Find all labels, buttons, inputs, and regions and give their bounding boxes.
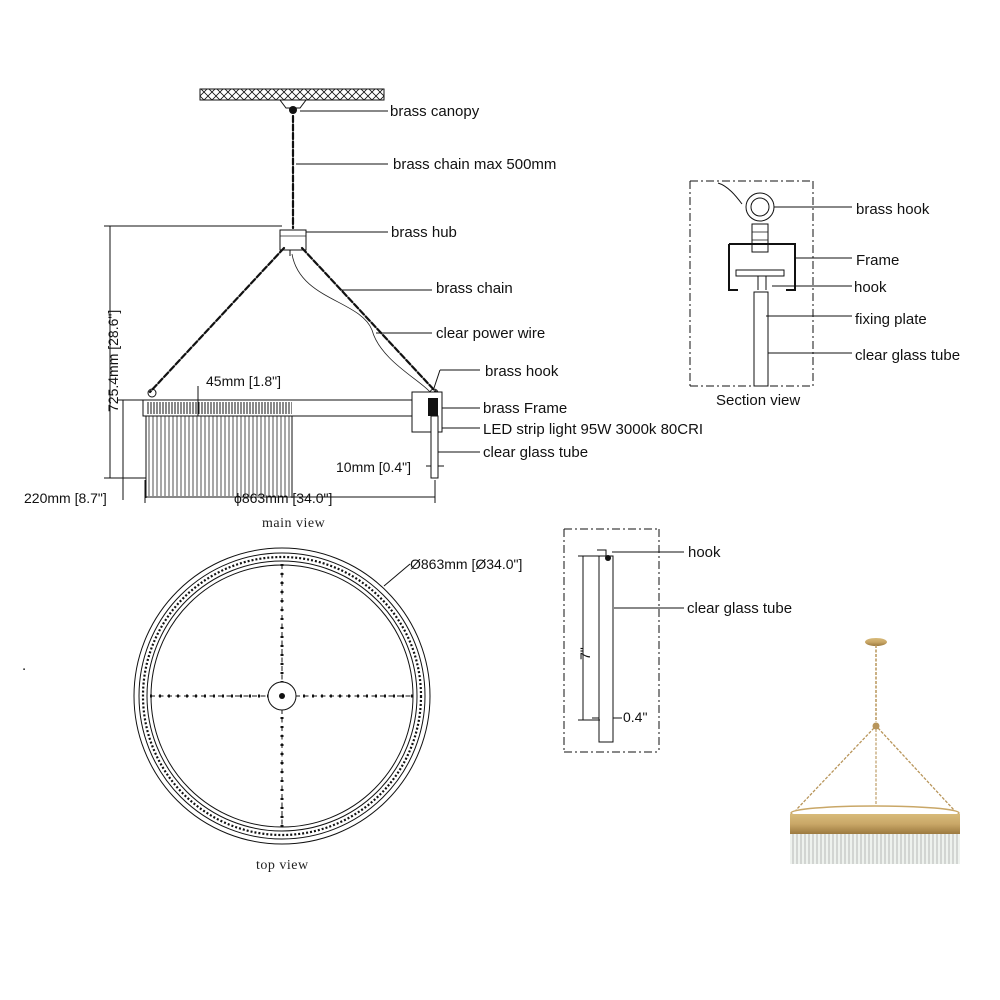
main-view: 725.4mm [28.6"] 220mm [8.7"] 45mm [1.8"]… xyxy=(24,88,703,531)
brass-hub-shape xyxy=(279,229,307,251)
brass-canopy-shape xyxy=(279,99,307,109)
top-view: Ø863mm [Ø34.0"] top view . xyxy=(22,547,522,873)
label-brass-frame: brass Frame xyxy=(483,400,567,417)
glass-tubes-shape xyxy=(146,416,292,496)
stray-dot: . xyxy=(22,657,26,674)
tube-drop-dimension: 220mm [8.7"] xyxy=(24,490,107,506)
section-view: brass hook Frame hook fixing plate clear… xyxy=(689,180,960,409)
tube-dia-dimension: 10mm [0.4"] xyxy=(336,459,411,475)
tube-length-dimension: 7" xyxy=(577,647,593,660)
label-brass-hub: brass hub xyxy=(391,224,457,241)
main-view-caption: main view xyxy=(262,516,326,531)
label-brass-chain-max: brass chain max 500mm xyxy=(393,156,556,173)
height-dimension: 725.4mm [28.6"] xyxy=(105,310,121,412)
section-view-caption: Section view xyxy=(716,392,800,409)
diameter-dimension: ϕ863mm [34.0"] xyxy=(234,490,332,506)
tube-label-hook: hook xyxy=(688,544,721,561)
power-wire xyxy=(291,253,431,393)
top-view-diameter: Ø863mm [Ø34.0"] xyxy=(410,556,522,572)
section-label-frame: Frame xyxy=(856,252,899,269)
section-label-brass-hook: brass hook xyxy=(856,201,930,218)
label-clear-glass-tube: clear glass tube xyxy=(483,444,588,461)
label-brass-canopy: brass canopy xyxy=(390,103,480,120)
left-chain xyxy=(148,246,286,394)
frame-width-dimension: 45mm [1.8"] xyxy=(206,373,281,389)
tube-diameter-dimension: 0.4" xyxy=(623,709,647,725)
label-brass-chain: brass chain xyxy=(436,280,513,297)
section-label-hook: hook xyxy=(854,279,887,296)
tube-detail: 7" 0.4" hook clear glass tube xyxy=(563,528,792,753)
top-view-caption: top view xyxy=(256,858,309,873)
product-photo xyxy=(780,632,970,872)
label-led-strip: LED strip light 95W 3000k 80CRI xyxy=(483,421,703,438)
label-brass-hook: brass hook xyxy=(485,363,559,380)
section-label-clear-glass-tube: clear glass tube xyxy=(855,347,960,364)
section-label-fixing-plate: fixing plate xyxy=(855,311,927,328)
right-chain xyxy=(300,246,438,394)
ceiling-plate xyxy=(199,88,385,101)
label-clear-power-wire: clear power wire xyxy=(436,325,545,342)
tube-label-clear-glass-tube: clear glass tube xyxy=(687,600,792,617)
